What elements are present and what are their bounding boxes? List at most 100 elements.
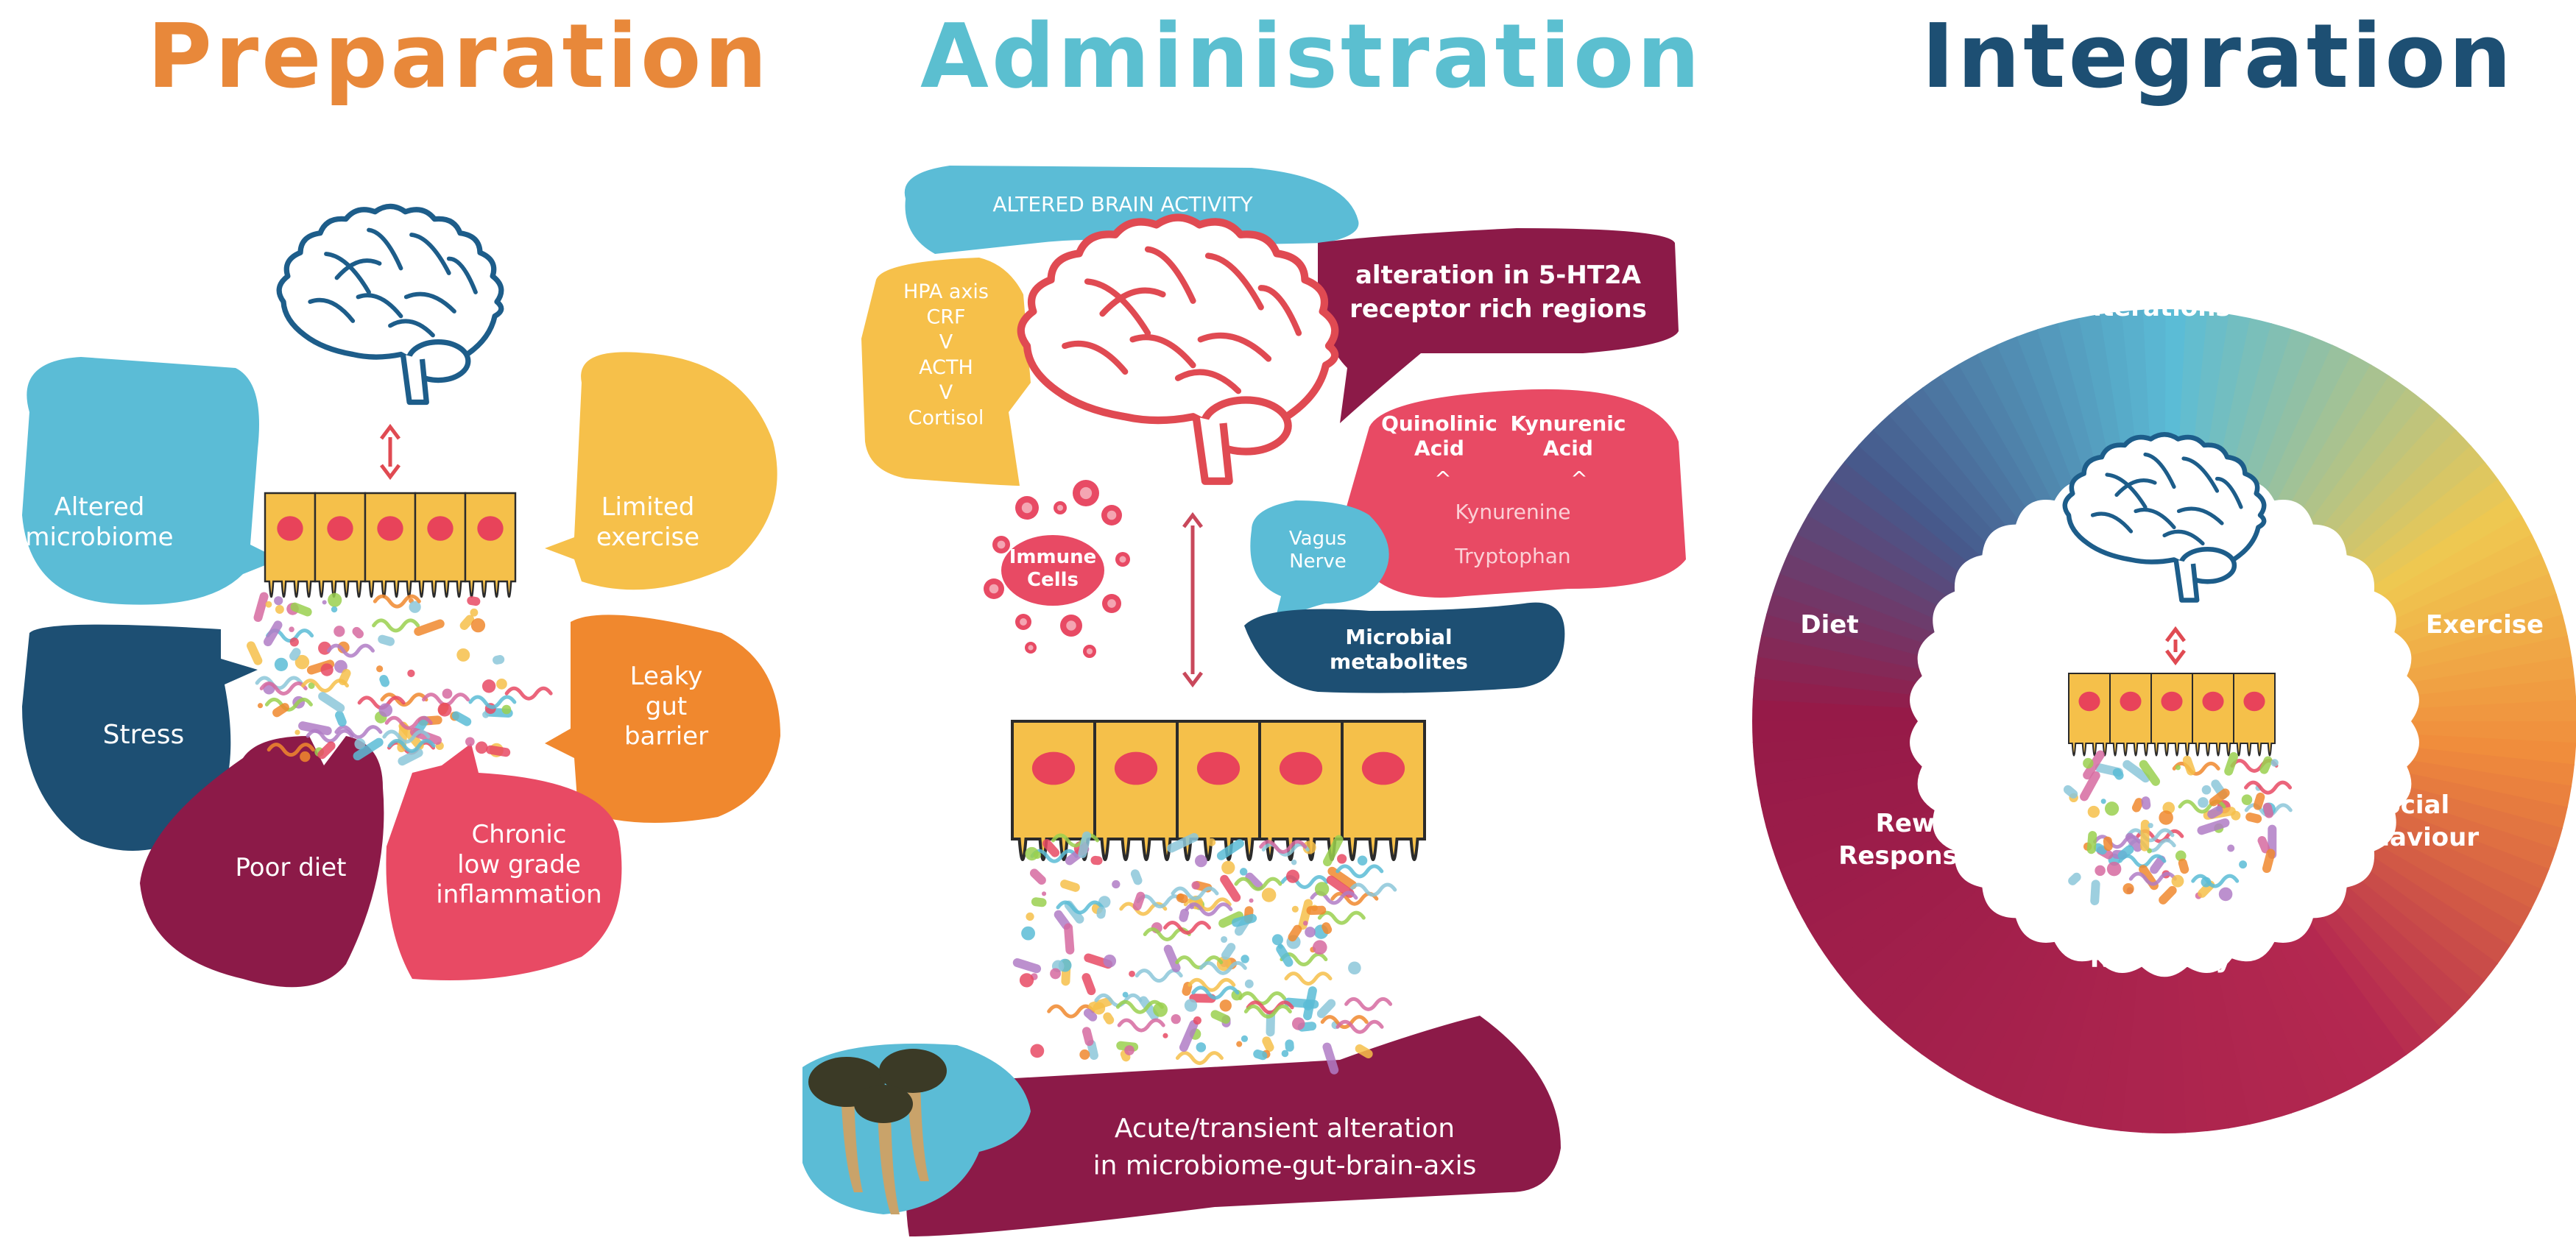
cell-nucleus [1196, 751, 1241, 785]
microbe-dot [1019, 973, 1034, 988]
microbe-rod [1130, 869, 1143, 885]
microbe-dot [1271, 934, 1283, 946]
microbe-spiral [264, 697, 313, 712]
brain-gyrus [2143, 452, 2176, 489]
microbe-dot [1021, 926, 1035, 941]
label-kynurenic-line: Kynurenic [1511, 411, 1626, 436]
label-hpa-axis-line: V [939, 331, 953, 354]
label-leaky-gut-line: barrier [624, 722, 708, 751]
gut-cell [2233, 673, 2276, 757]
immune-cell-core [1079, 486, 1093, 500]
microbe-spiral [1175, 1051, 1224, 1066]
label-kynurenine: Kynurenine [1455, 500, 1570, 524]
microbe-dot [470, 618, 486, 633]
mushroom-stem [878, 1111, 900, 1214]
microbe-rod [1355, 1044, 1373, 1058]
microbe-spiral [1191, 985, 1240, 1000]
brain-gyrus [1174, 369, 1242, 394]
microbe-rod [253, 592, 269, 623]
label-exercise-line: Exercise [2426, 610, 2544, 640]
brain-gyrus [2176, 506, 2224, 525]
microbe-rod [2197, 818, 2230, 835]
integ-gut-cells [2068, 673, 2276, 757]
microbe-rod [2178, 858, 2189, 874]
microbe-spiral [1117, 1018, 1165, 1033]
microbe-spiral [334, 725, 383, 740]
microbe-rod [1179, 1019, 1199, 1052]
microbe-dot [2241, 794, 2253, 805]
microbe-spiral [2191, 874, 2240, 888]
microbe-dot [470, 608, 479, 617]
microbe-dot [2175, 850, 2187, 862]
microbe-rod [486, 745, 511, 757]
microbe-rod [2117, 845, 2134, 860]
microbe-dot [1219, 999, 1232, 1012]
microbe-dot [294, 729, 300, 735]
microbe-rod [1103, 1012, 1115, 1024]
brain-outline [276, 203, 504, 364]
microbe-dot [265, 601, 272, 608]
label-vagus-nerve-line: Vagus [1289, 528, 1347, 550]
microbe-rod [2140, 819, 2150, 852]
brain-gyrus [1144, 246, 1196, 304]
microbe-spiral [1030, 849, 1079, 863]
microbe-dot [1026, 912, 1034, 921]
microbe-dot [1312, 940, 1327, 955]
label-altered-microbiome-line: microbiome [25, 523, 173, 552]
immune-cells-group [984, 480, 1130, 658]
microbe-dot [1285, 869, 1300, 883]
microbe-spiral [387, 739, 436, 753]
microbe-rod [1285, 1039, 1294, 1052]
microbe-rod [353, 737, 384, 761]
label-poor-diet: Poor diet [236, 853, 347, 882]
label-exercise: Exercise [2426, 610, 2544, 640]
microbe-dot [1124, 1045, 1135, 1055]
prep-brain [276, 203, 504, 406]
microbe-dot [1162, 1033, 1168, 1038]
microbe-dot [1221, 860, 1235, 874]
brain-gyrus [1084, 278, 1151, 336]
microbe-rod [1322, 1042, 1339, 1075]
admin-arrow [1182, 512, 1203, 688]
microbe-spiral [1115, 999, 1164, 1014]
brain-gyrus [2090, 512, 2134, 534]
label-altered-microbiome-line: Altered [54, 492, 145, 522]
microbe-spiral [1135, 969, 1183, 983]
microbe-dot [1050, 968, 1062, 980]
brain-gyrus [1204, 252, 1264, 311]
microbe-dot [2227, 844, 2235, 852]
microbe-rod [1220, 874, 1241, 902]
microbe-dot [1357, 855, 1368, 866]
microbe-dot [1184, 999, 1198, 1012]
microbe-rod [290, 602, 312, 617]
microbe-dot [1249, 898, 1254, 903]
microbe-dot [1093, 1002, 1106, 1015]
microbe-dot [1244, 979, 1254, 988]
microbe-rod [2141, 796, 2151, 810]
microbe-dot [376, 665, 384, 673]
microbe-dot [274, 596, 283, 606]
microbe-dot [2270, 759, 2279, 767]
gut-cell [2068, 673, 2111, 757]
microbe-dot [2100, 799, 2106, 804]
microbe-dot [496, 678, 507, 690]
immune-cell-core [989, 584, 999, 594]
microbe-dot [437, 702, 452, 717]
label-sustained-line: Sustained [2083, 261, 2223, 290]
gut-cell [414, 492, 467, 598]
microbe-spiral [306, 729, 354, 743]
microbe-rod [1232, 913, 1257, 927]
label-sustained-line: alterations [2076, 293, 2230, 322]
integration-title: Integration [1922, 6, 2515, 108]
microbe-dot [2095, 865, 2106, 877]
mushroom-cap [854, 1085, 913, 1123]
microbe-dot [2106, 861, 2122, 877]
cell-nucleus [327, 516, 353, 541]
brain-gyrus [356, 293, 403, 319]
microbe-spiral [1199, 960, 1247, 975]
microbe-spiral [2126, 828, 2175, 843]
microbe-rod [1179, 908, 1190, 922]
microbe-rod [1078, 831, 1092, 858]
gut-cell [2150, 673, 2193, 757]
